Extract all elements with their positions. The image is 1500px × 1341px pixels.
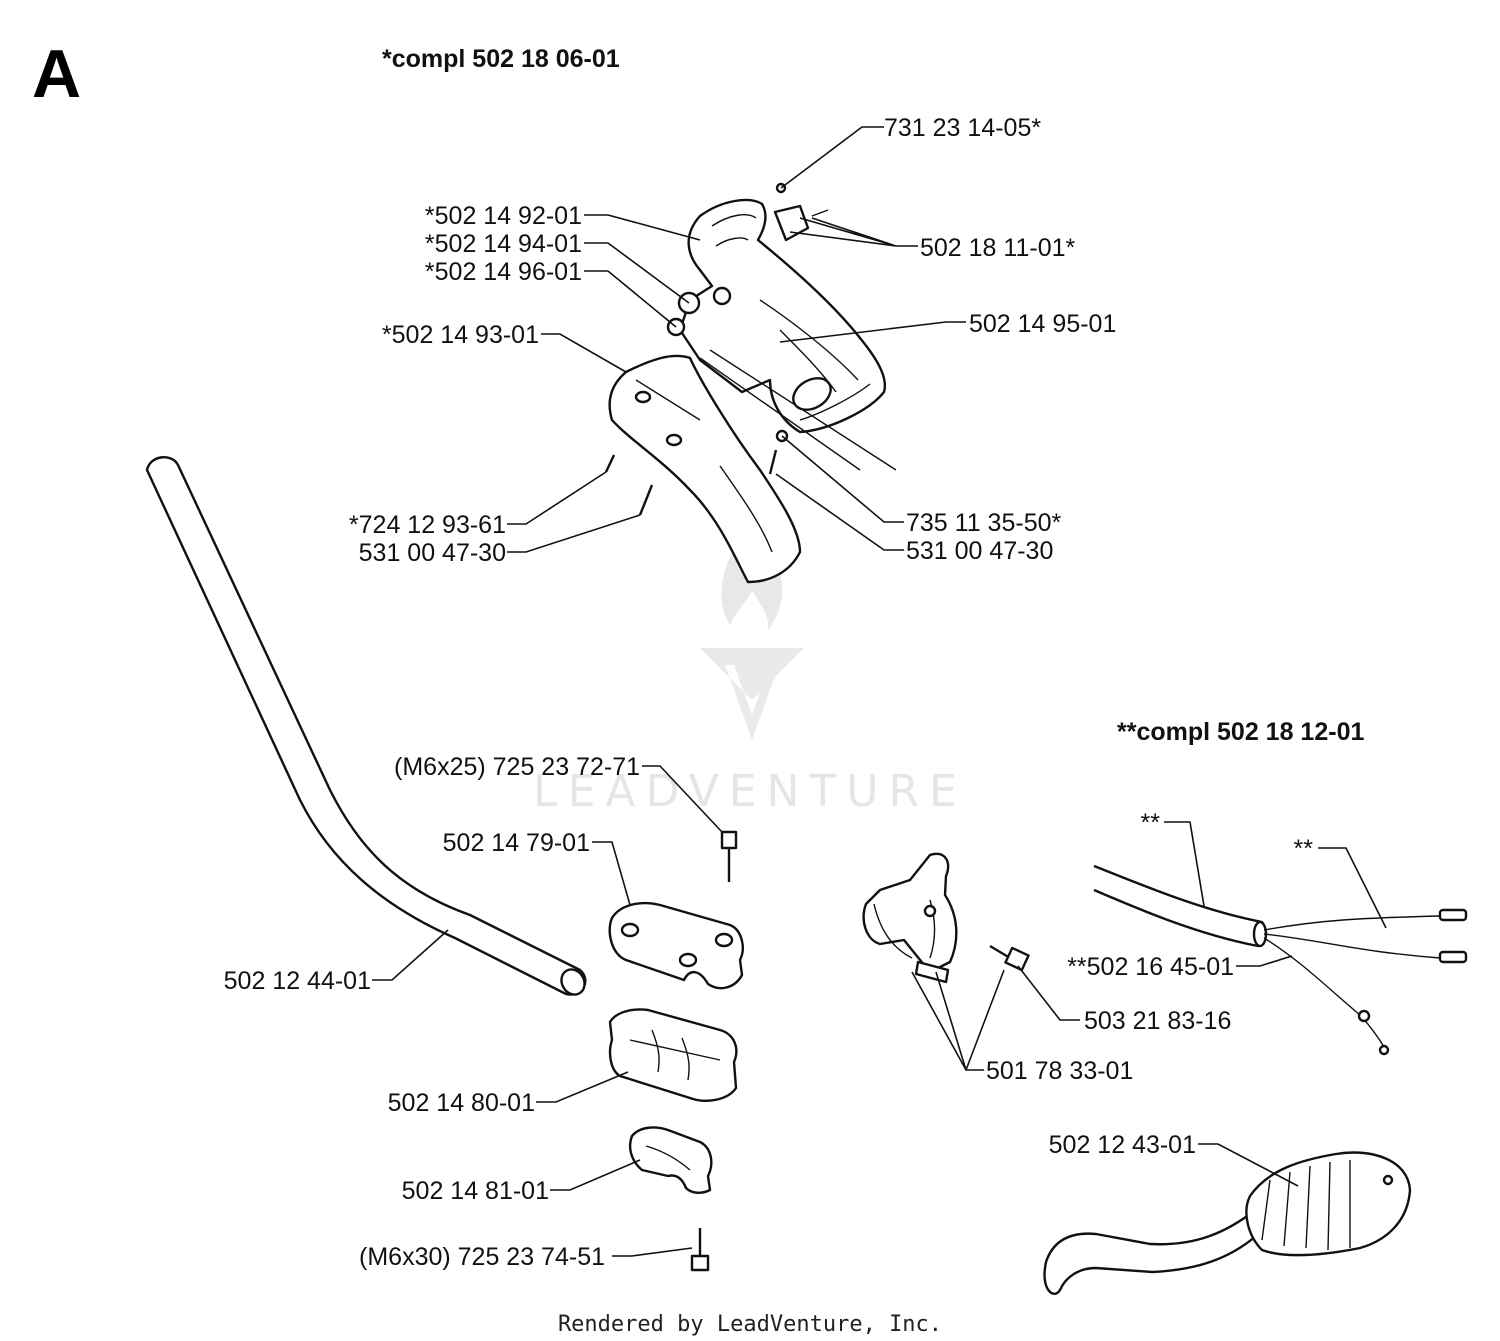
part-label-502-14-79-01: 502 14 79-01 <box>443 829 590 857</box>
part-label-725-23-72-71: (M6x25) 725 23 72-71 <box>394 753 640 781</box>
part-label-501-78-33-01: 501 78 33-01 <box>986 1057 1133 1085</box>
handlebar-tube <box>145 456 587 996</box>
part-label-531-00-47-30-left: 531 00 47-30 <box>359 539 506 567</box>
part-label-502-16-45-01: **502 16 45-01 <box>1067 953 1234 981</box>
cable-clip <box>862 852 1030 984</box>
part-label-wire-b: ** <box>1294 835 1314 863</box>
throttle-handle-assembly <box>604 182 897 584</box>
switch-cable <box>1093 864 1468 1056</box>
part-labels: 731 23 14-05* *502 14 92-01 *502 14 94-0… <box>224 114 1314 1271</box>
part-label-502-14-92-01: *502 14 92-01 <box>425 202 582 230</box>
part-label-502-14-95-01: 502 14 95-01 <box>969 310 1116 338</box>
part-label-502-12-43-01: 502 12 43-01 <box>1049 1131 1196 1159</box>
part-label-502-14-80-01: 502 14 80-01 <box>388 1089 535 1117</box>
clamp-assembly <box>608 830 744 1272</box>
footer-credit: Rendered by LeadVenture, Inc. <box>558 1312 942 1337</box>
leader-lines <box>372 126 1387 1257</box>
part-label-725-23-74-51: (M6x30) 725 23 74-51 <box>359 1243 605 1271</box>
part-label-503-21-83-16: 503 21 83-16 <box>1084 1007 1231 1035</box>
watermark-text: LEADVENTURE <box>533 766 967 817</box>
part-label-502-14-93-01: *502 14 93-01 <box>382 321 539 349</box>
part-label-731-23-14-05: 731 23 14-05* <box>884 114 1041 142</box>
part-label-wire-a: ** <box>1141 809 1161 837</box>
part-label-502-12-44-01: 502 12 44-01 <box>224 967 371 995</box>
watermark: LEADVENTURE <box>533 535 967 817</box>
part-label-531-00-47-30-right: 531 00 47-30 <box>906 537 1053 565</box>
section-letter: A <box>32 36 81 112</box>
part-label-502-14-96-01: *502 14 96-01 <box>425 258 582 286</box>
part-label-502-14-81-01: 502 14 81-01 <box>402 1177 549 1205</box>
assembly-label-switch-kit: **compl 502 18 12-01 <box>1117 718 1364 746</box>
part-label-502-18-11-01: 502 18 11-01* <box>920 234 1075 262</box>
part-label-735-11-35-50: 735 11 35-50* <box>906 509 1061 537</box>
right-grip <box>1043 1151 1412 1295</box>
part-label-724-12-93-61: *724 12 93-61 <box>349 511 506 539</box>
part-label-502-14-94-01: *502 14 94-01 <box>425 230 582 258</box>
assembly-label-handle-kit: *compl 502 18 06-01 <box>382 45 620 73</box>
